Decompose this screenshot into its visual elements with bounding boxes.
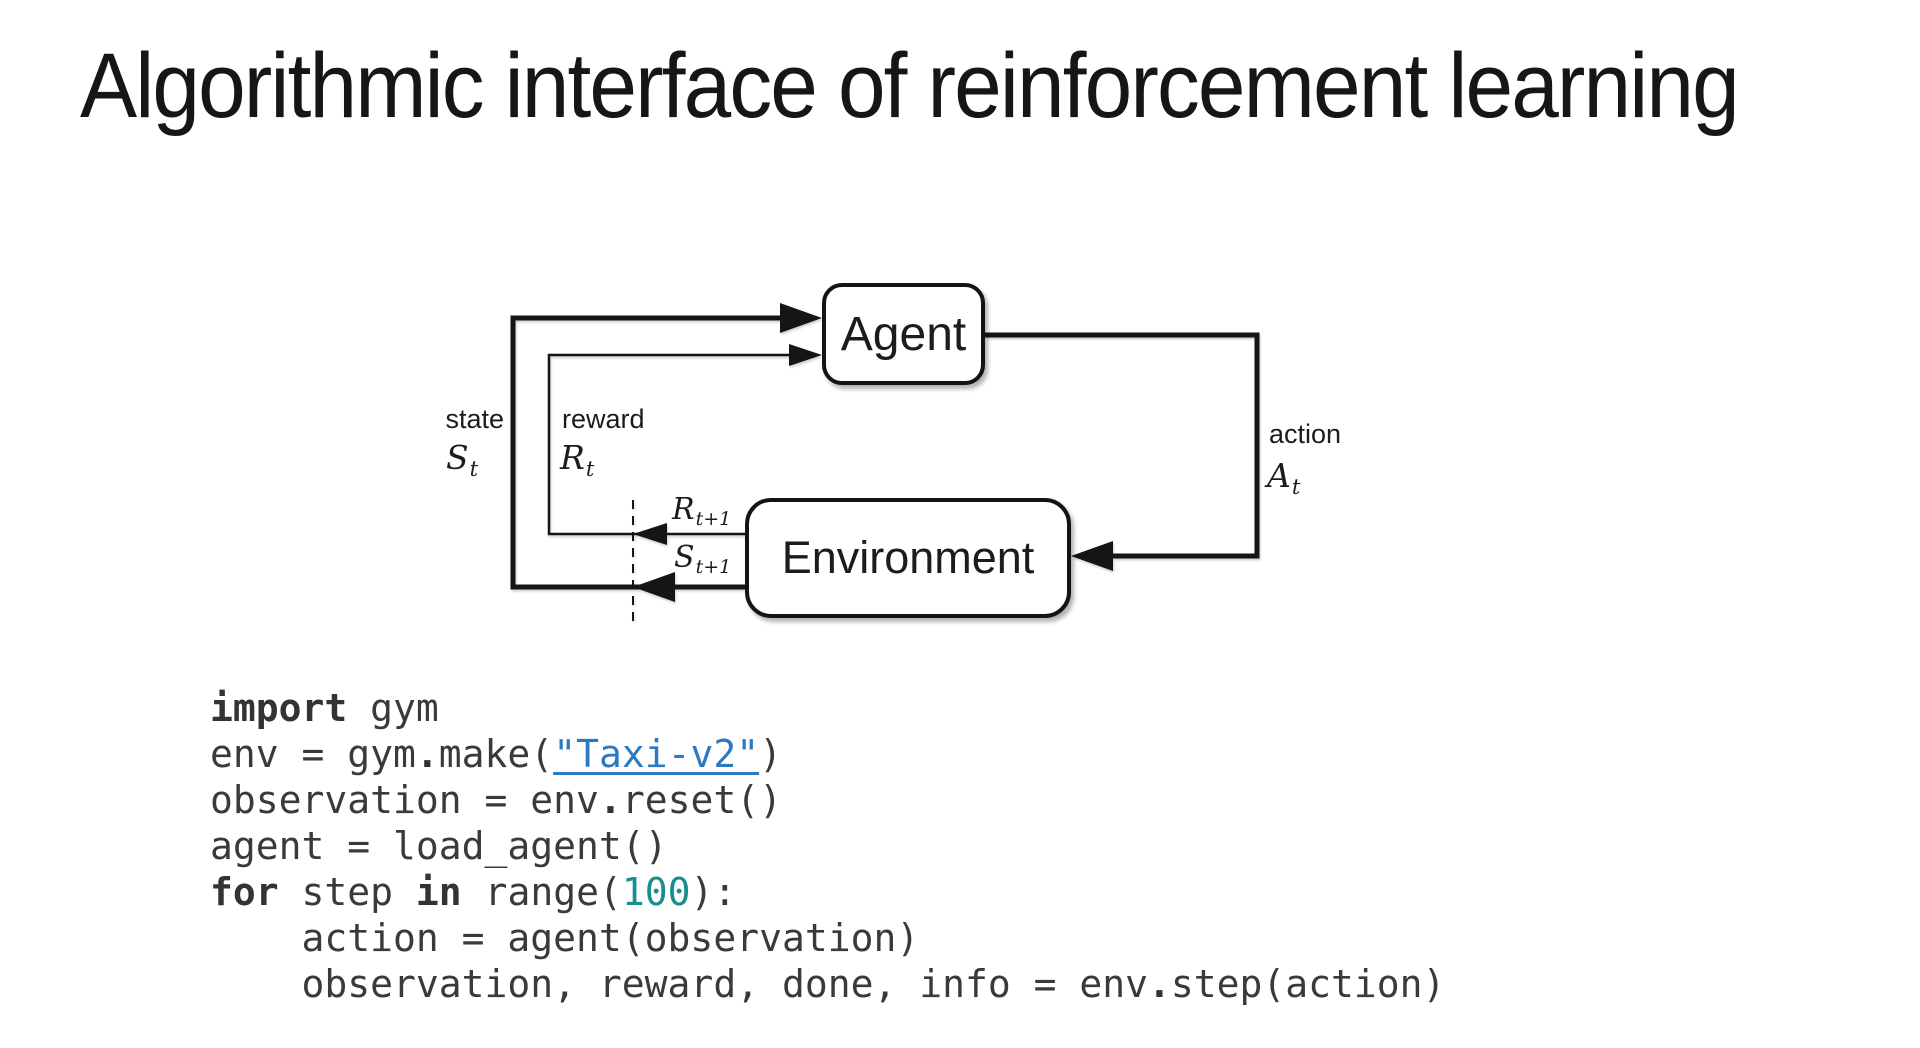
code-token: make( [438,732,554,776]
state-arrow [510,315,790,590]
code-line: env = gym.make("Taxi-v2") [210,731,1445,777]
code-token: for [210,870,279,914]
code-token: . [415,732,439,776]
code-line: observation, reward, done, info = env.st… [210,961,1446,1007]
code-token: 100 [621,870,691,914]
code-token: ): [690,870,737,914]
code-token: env = gym [210,732,416,776]
arrowhead-state-next [633,572,675,602]
code-token: reset() [621,778,782,822]
arrowhead-reward-into-agent [789,344,822,366]
code-token: . [1148,962,1171,1006]
action-label: action [1269,419,1342,449]
code-token: . [598,778,622,822]
reward-next-symbol: Rt+1 [672,492,731,531]
symbol-base: R [560,438,585,477]
arrowhead-action-into-environment [1071,541,1113,571]
code-token: step(action) [1170,962,1446,1006]
reward-label: reward [562,404,645,434]
action-symbol: At [1267,456,1301,500]
code-token: agent = load_agent() [210,824,668,868]
action-arrow [985,332,1260,559]
code-line: agent = load_agent() [210,823,1445,869]
code-token: gym [347,686,439,730]
symbol-subscript: t [1291,475,1301,499]
reward-symbol: Rt [560,438,595,482]
symbol-subscript: t [585,457,595,481]
symbol-subscript: t [469,457,479,481]
state-next-symbol: St+1 [674,540,731,579]
code-token: range( [461,870,622,914]
code-token: import [210,686,348,730]
code-token: ) [759,732,782,776]
symbol-base: R [672,492,695,527]
symbol-subscript: t+1 [695,556,732,578]
code-token: observation, reward, done, info = env [210,962,1149,1006]
slide-title: Algorithmic interface of reinforcement l… [80,35,1740,137]
symbol-base: S [674,540,695,575]
taxi-v2-link[interactable]: "Taxi-v2" [553,732,760,776]
code-line: observation = env.reset() [210,777,1445,823]
code-token: in [415,870,462,914]
environment-box-label: Environment [781,532,1035,583]
state-label: state [445,404,504,434]
code-token: step [278,870,416,914]
code-line: action = agent(observation) [210,915,1445,961]
symbol-base: A [1267,456,1291,495]
agent-box-label: Agent [840,307,967,361]
environment-box: Environment [745,498,1071,618]
arrowhead-state-into-agent [780,303,822,333]
symbol-base: S [446,438,469,477]
code-token: action = agent(observation) [210,916,920,960]
code-line: for step in range(100): [210,869,1445,915]
code-token: observation = env [210,778,599,822]
agent-box: Agent [822,283,985,385]
code-line: import gym [210,685,1445,731]
symbol-subscript: t+1 [695,508,732,530]
arrowhead-reward-next [633,523,667,545]
state-symbol: St [446,438,479,482]
